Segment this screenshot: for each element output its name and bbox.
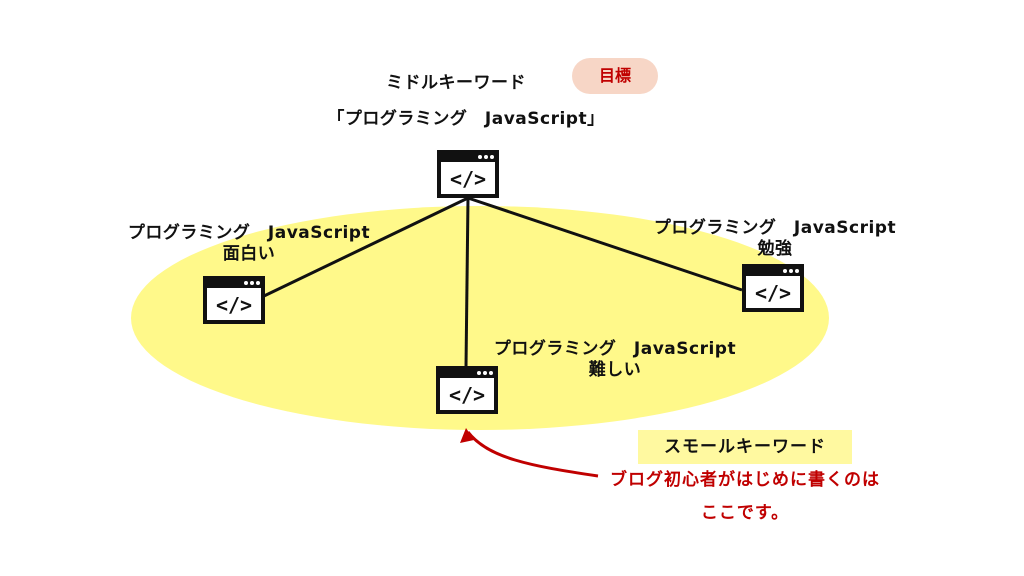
- goal-badge: 目標: [572, 58, 658, 94]
- small-keyword-right-line2: 勉強: [757, 239, 793, 259]
- middle-keyword-text: 「プログラミング JavaScript」: [327, 109, 605, 129]
- code-window-icon: </>: [742, 264, 804, 312]
- small-keyword-label: スモールキーワード: [638, 430, 852, 464]
- pointer-arrowhead: [460, 428, 474, 443]
- svg-text:</>: </>: [216, 293, 252, 317]
- small-keyword-left-line1: プログラミング JavaScript: [127, 223, 371, 243]
- svg-text:</>: </>: [449, 383, 485, 407]
- code-window-icon: </>: [203, 276, 265, 324]
- beginner-note: ブログ初心者がはじめに書くのは ここです。: [590, 466, 900, 528]
- pointer-arrow: [466, 431, 599, 478]
- connector-center: [464, 197, 470, 368]
- code-window-icon: </>: [437, 150, 499, 198]
- connector-right: [467, 196, 743, 292]
- middle-keyword-heading: ミドルキーワード: [386, 73, 526, 93]
- beginner-note-line2: ここです。: [700, 503, 790, 523]
- small-keyword-right-line1: プログラミング JavaScript: [653, 218, 897, 238]
- svg-text:</>: </>: [450, 167, 486, 191]
- small-keyword-left-line2: 面白い: [222, 244, 276, 264]
- beginner-note-line1: ブログ初心者がはじめに書くのは: [610, 470, 880, 490]
- small-keyword-center-line2: 難しい: [588, 360, 642, 380]
- connector-left: [263, 196, 469, 298]
- small-keyword-center-line1: プログラミング JavaScript: [493, 339, 737, 359]
- svg-text:</>: </>: [755, 281, 791, 305]
- code-window-icon: </>: [436, 366, 498, 414]
